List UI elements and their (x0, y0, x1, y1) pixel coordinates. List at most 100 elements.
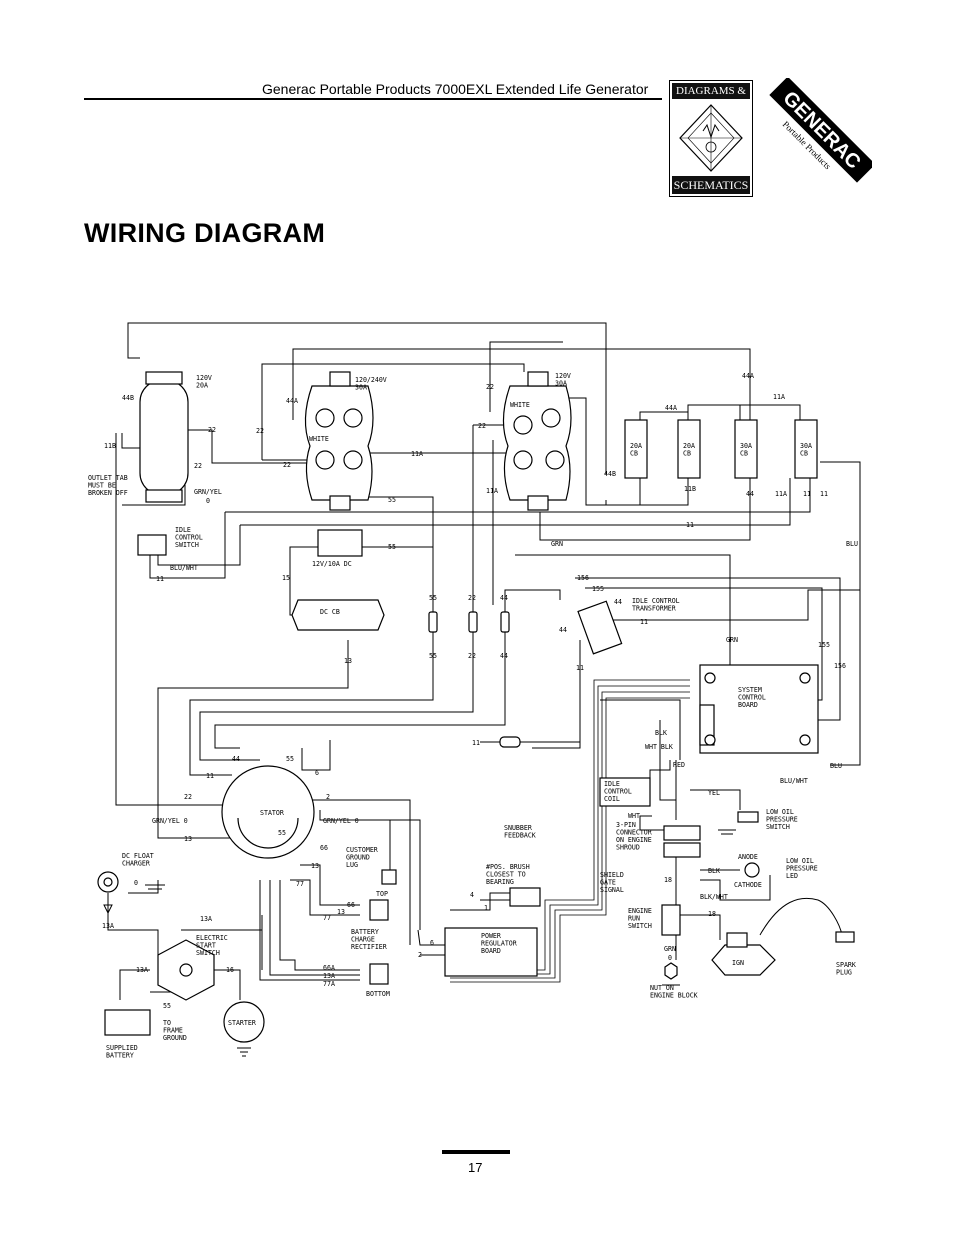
wire-blu-a: BLU (846, 540, 858, 548)
breaker-20a-1 (624, 419, 648, 479)
wire-red: RED (673, 761, 685, 769)
ignition-module (711, 944, 776, 976)
wire-77-a: 77 (296, 880, 304, 888)
terminal-y (343, 450, 363, 470)
logo-schematics-text: SCHEMATICS (672, 176, 750, 194)
wire-grn-b: GRN (726, 636, 738, 644)
wire-13a-a: 13A (323, 972, 335, 980)
low-oil-pressure-switch (737, 811, 759, 823)
wire-13a-d: 13A (136, 966, 148, 974)
nut-on-engine-block (664, 962, 678, 980)
wire-blk-b: BLK (708, 867, 720, 875)
wire-blu-wht-b: BLU/WHT (780, 777, 808, 785)
ground-symbols (103, 829, 736, 1057)
connector-22 (468, 611, 478, 633)
wire-13a-c: 13A (200, 915, 212, 923)
wire-blk-wht: BLK/WHT (700, 893, 728, 901)
header-rule (84, 98, 662, 100)
wire-grn-yel: GRN/YEL (194, 488, 222, 496)
wire-44a-b: 44A (742, 372, 754, 380)
wire-66-b: 66 (347, 901, 355, 909)
wire-grn-c: GRN (664, 945, 676, 953)
wire-11-g: 11 (472, 739, 480, 747)
receptacle-left-tab-bottom (145, 489, 183, 503)
generac-logo: GENERAC Portable Products (769, 78, 872, 183)
wire-44-b: 44 (500, 594, 508, 602)
wire-0-c: 0 (134, 879, 138, 887)
receptacle-left-tab-top (145, 371, 183, 385)
wire-11-e: 11 (640, 618, 648, 626)
components (97, 371, 855, 1043)
diamond-emblem-icon (679, 104, 743, 172)
board-screw-3 (704, 734, 716, 746)
wire-blu-wht-a: BLU/WHT (170, 564, 198, 572)
wiring-lines (107, 322, 861, 1000)
wire-15: 15 (282, 574, 290, 582)
receptacle-right-tab-bottom (527, 495, 549, 511)
wire-22-f: 22 (478, 422, 486, 430)
three-pin-connector-top (663, 825, 701, 841)
page-heading: WIRING DIAGRAM (84, 218, 326, 248)
wire-18-b: 18 (708, 910, 716, 918)
wire-22-g: 22 (468, 594, 476, 602)
wire-22-c: 22 (256, 427, 264, 435)
wire-4: 4 (470, 891, 474, 899)
wire-55-d: 55 (429, 652, 437, 660)
system-control-board (699, 664, 819, 754)
terminal-r1 (513, 415, 533, 435)
customer-ground-lug (381, 869, 397, 885)
wire-11a-a: 11A (411, 450, 423, 458)
board-screw-4 (799, 734, 811, 746)
breaker-30a-1 (734, 419, 758, 479)
wire-11-a: 11 (803, 490, 811, 498)
wire-156-a: 156 (577, 574, 589, 582)
stator-rotor-arc (237, 817, 299, 849)
wire-44-e: 44 (559, 626, 567, 634)
label-12v-breaker: 12V/10A DC (312, 560, 352, 568)
wire-55-a: 55 (388, 496, 396, 504)
wire-labels: 44B 11B 22 22 22 22 GRN/YEL 0 44A 22 22 … (102, 372, 858, 1010)
wire-grn-yel-0-b: GRN/YEL 0 (323, 817, 359, 825)
wire-22-d: 22 (283, 461, 291, 469)
wire-1: 1 (484, 904, 488, 912)
terminal-g (343, 408, 363, 428)
brush-holder (509, 887, 541, 907)
wire-55-e: 55 (286, 755, 294, 763)
wire-13-c: 13 (311, 862, 319, 870)
battery-charge-rectifier-bottom (369, 963, 389, 985)
wire-2-b: 2 (418, 951, 422, 959)
wire-44b-b: 44B (604, 470, 616, 478)
receptacle-center-tab-top (329, 371, 351, 387)
battery-charge-rectifier-top (369, 899, 389, 921)
label-anode: ANODE (738, 853, 758, 861)
wire-0-a: 0 (206, 497, 210, 505)
diagrams-schematics-logo: DIAGRAMS & SCHEMATICS (669, 80, 753, 197)
wire-13-d: 13 (337, 908, 345, 916)
ground-icon-starter (237, 1047, 251, 1057)
idle-control-coil (599, 777, 651, 807)
label-dc-cb: DC CB (320, 608, 340, 616)
wire-55-g: 55 (163, 1002, 171, 1010)
diode-icon (103, 904, 113, 915)
wire-22-a: 22 (208, 426, 216, 434)
wire-0-b: 0 (668, 954, 672, 962)
ignition-coil (726, 932, 748, 948)
wire-6-b: 6 (430, 939, 434, 947)
connector-11 (499, 736, 521, 748)
idle-control-switch (137, 534, 167, 556)
label-stator: STATOR (260, 809, 284, 817)
wire-155-a: 155 (592, 585, 604, 593)
wire-155-b: 155 (818, 641, 830, 649)
